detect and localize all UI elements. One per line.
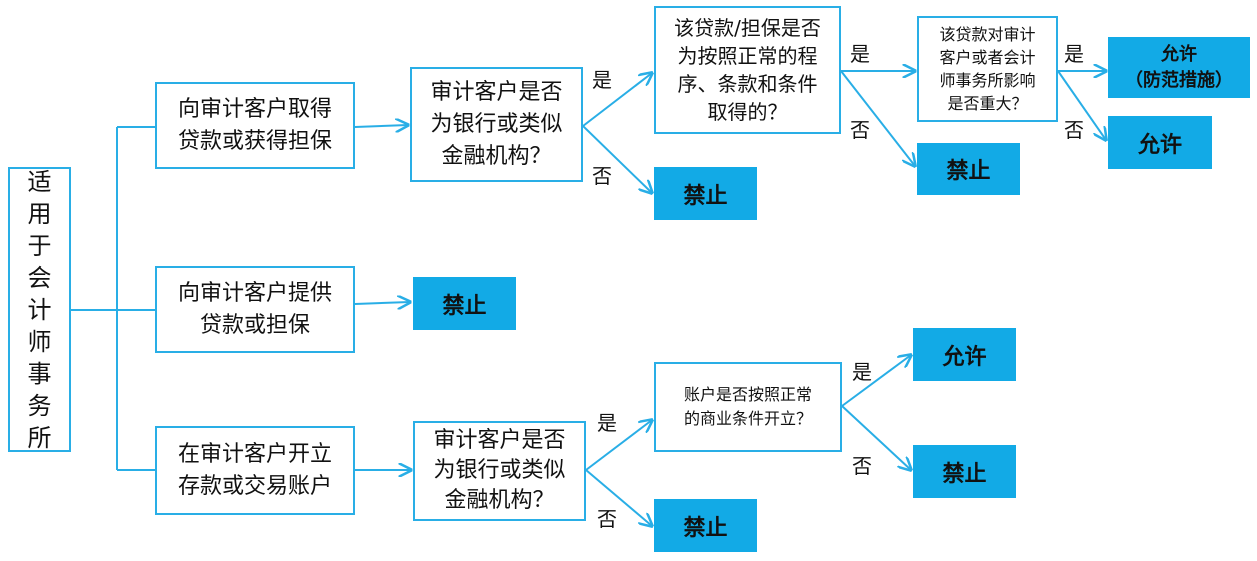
outcome-allow-account: 允许 — [913, 328, 1016, 381]
label-no-normal: 否 — [850, 118, 870, 142]
outcome-prohibit-not-bank: 禁止 — [654, 167, 757, 220]
arrow-normal-no — [840, 70, 915, 166]
label-no-account: 否 — [852, 454, 872, 478]
question-normal-procedure: 该贷款/担保是否 为按照正常的程 序、条款和条件 取得的？ — [654, 6, 841, 134]
arrow-significant-no — [1057, 70, 1106, 140]
arrow-bank2-no — [585, 469, 652, 526]
outcome-prohibit-abnormal-terms: 禁止 — [917, 143, 1020, 195]
node-loan-from-client: 向审计客户取得 贷款或获得担保 — [155, 82, 355, 169]
label-no-bank-bottom: 否 — [597, 507, 617, 531]
node-account-at-client: 在审计客户开立 存款或交易账户 — [155, 426, 355, 515]
label-no-significant: 否 — [1064, 118, 1084, 142]
question-is-bank-top: 审计客户是否 为银行或类似 金融机构？ — [410, 67, 583, 182]
label-yes-significant: 是 — [1064, 42, 1084, 66]
arrow-provide-loan — [354, 302, 410, 304]
label-yes-bank-top: 是 — [592, 68, 612, 92]
outcome-prohibit-account-abnormal: 禁止 — [913, 445, 1016, 498]
root-node: 适用于会计师事务所 — [8, 167, 71, 452]
outcome-prohibit-not-bank-bottom: 禁止 — [654, 499, 757, 552]
arrow-account-yes — [841, 355, 911, 407]
arrow-bank-no — [582, 125, 652, 193]
question-is-bank-bottom: 审计客户是否 为银行或类似 金融机构？ — [413, 421, 586, 521]
label-yes-normal: 是 — [850, 42, 870, 66]
arrow-bank2-yes — [585, 420, 652, 471]
question-account-normal-terms: 账户是否按照正常 的商业条件开立？ — [654, 362, 842, 452]
arrow-bank-yes — [582, 73, 652, 127]
outcome-allow-not-significant: 允许 — [1108, 116, 1212, 169]
label-yes-account: 是 — [852, 360, 872, 384]
outcome-allow-with-safeguards: 允许 （防范措施） — [1108, 37, 1250, 98]
root-label: 适用于会计师事务所 — [27, 167, 52, 452]
label-no-bank-top: 否 — [592, 164, 612, 188]
question-significant-impact: 该贷款对审计 客户或者会计 师事务所影响 是否重大？ — [917, 16, 1058, 122]
arrow-account-no — [841, 405, 911, 470]
outcome-prohibit-provide-loan: 禁止 — [413, 277, 516, 330]
label-yes-bank-bottom: 是 — [597, 411, 617, 435]
node-loan-to-client: 向审计客户提供 贷款或担保 — [155, 266, 355, 353]
arrow-loan-to-question — [354, 125, 408, 127]
